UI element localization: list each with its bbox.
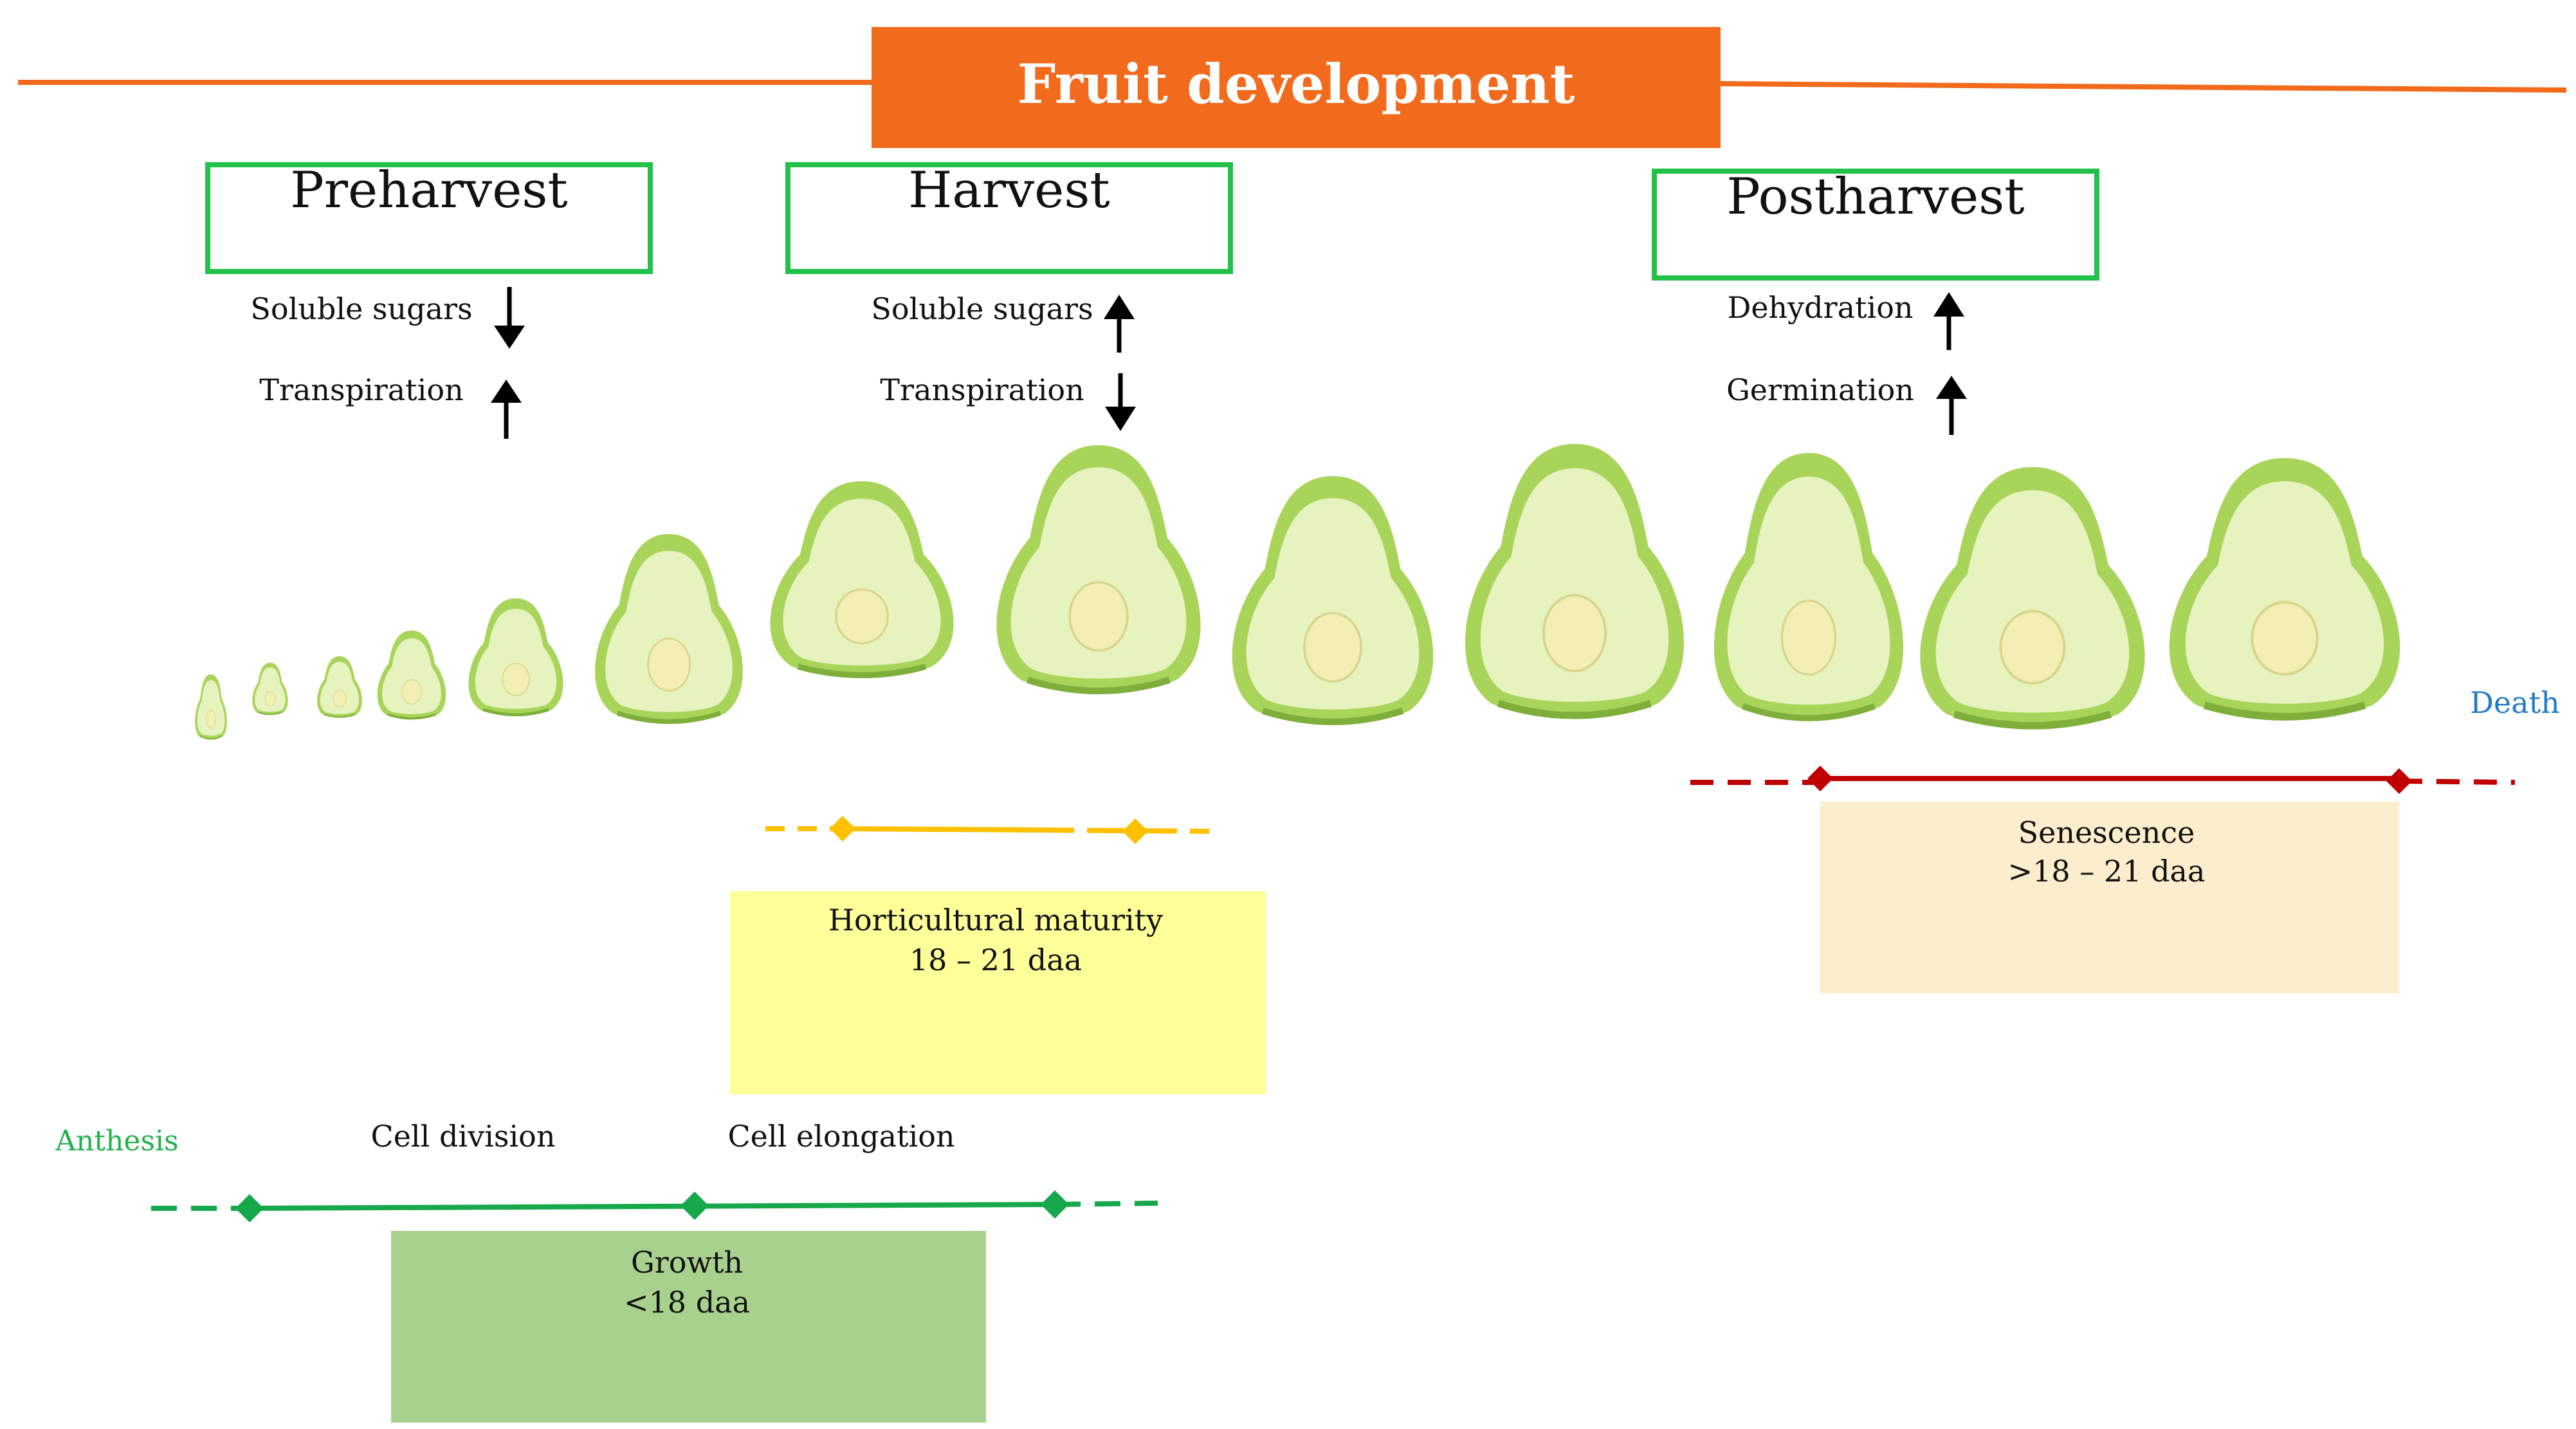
fruit-seed — [1542, 594, 1607, 672]
fruit-flesh — [605, 551, 733, 712]
senescence-line1: Senescence — [2018, 815, 2195, 850]
fruit-base — [1953, 710, 2112, 730]
fruit-cross-section — [377, 631, 446, 720]
fruit-base — [1261, 707, 1404, 725]
harvest-indicator-2-label: Transpiration — [880, 373, 1084, 407]
harvest-label: Harvest — [908, 161, 1110, 219]
fruit-flesh — [1010, 467, 1187, 679]
fruit-cross-section — [1713, 453, 1904, 721]
fruit-seed — [264, 691, 276, 706]
senescence-timeline — [1690, 766, 2516, 794]
fruit-base — [199, 735, 223, 740]
fruit-seed — [1780, 599, 1837, 676]
cell-division-label: Cell division — [371, 1119, 556, 1154]
fruit-seed — [2251, 601, 2319, 676]
fruit-base — [1027, 676, 1171, 695]
fruit-base — [1741, 703, 1876, 721]
fruit-flesh — [475, 609, 557, 709]
fruit-seed — [1303, 612, 1362, 683]
pre-indicator-2-label: Transpiration — [259, 373, 463, 407]
fruit-cross-section — [468, 598, 563, 717]
preharvest-box — [205, 162, 653, 274]
maturity-line2: 18 – 21 daa — [909, 943, 1082, 977]
fruit-cross-section — [317, 656, 362, 718]
arrow-up-icon — [1933, 292, 1964, 350]
fruit-flesh — [1480, 468, 1669, 702]
fruit-flesh — [255, 667, 286, 712]
fruit-base — [797, 663, 927, 679]
anthesis-label: Anthesis — [55, 1125, 178, 1157]
growth-line2: <18 daa — [624, 1285, 750, 1320]
fruit-seed — [647, 638, 691, 692]
fruit-seed — [835, 588, 889, 645]
fruit-seed — [1068, 581, 1129, 652]
arrow-up-icon — [1104, 295, 1135, 353]
fruit-cross-section — [1232, 476, 1434, 725]
fruit-cross-section — [770, 481, 954, 679]
harvest-box — [785, 162, 1233, 274]
growth-line1: Growth — [631, 1245, 743, 1280]
fruit-base — [2203, 701, 2366, 721]
fruit-flesh — [382, 638, 441, 714]
maturity-box — [730, 891, 1266, 1094]
title-text: Fruit development — [1018, 52, 1575, 116]
fruit-flesh — [2185, 481, 2384, 704]
growth-timeline — [151, 1190, 1158, 1222]
post-indicator-2-label: Germination — [1726, 373, 1914, 407]
fruit-flesh — [1935, 490, 2130, 713]
fruit-seed — [401, 679, 422, 705]
fruit-cross-section — [595, 534, 743, 724]
fruit-base — [324, 714, 356, 718]
fruit-cross-section — [1920, 467, 2145, 730]
arrow-up-icon — [491, 380, 522, 439]
fruit-flesh — [783, 499, 941, 666]
fruit-cross-section — [996, 445, 1201, 695]
fruit-seed — [1999, 610, 2066, 685]
fruit-sequence — [195, 444, 2400, 740]
fruit-flesh — [197, 680, 225, 736]
fruit-base — [1497, 699, 1652, 719]
postharvest-label: Postharvest — [1726, 168, 2024, 226]
fruit-base — [257, 711, 283, 715]
fruit-flesh — [1246, 498, 1420, 710]
arrow-down-icon — [494, 287, 525, 349]
title-box — [872, 27, 1721, 148]
maturity-timeline — [765, 816, 1210, 844]
maturity-line1: Horticultural maturity — [828, 903, 1163, 937]
postharvest-box — [1652, 169, 2099, 281]
fruit-cross-section — [195, 674, 227, 740]
fruit-cross-section — [252, 663, 288, 715]
fruit-base — [616, 710, 722, 724]
fruit-cross-section — [2169, 458, 2400, 721]
arrow-down-icon — [1105, 373, 1136, 431]
arrow-up-icon — [1936, 376, 1967, 435]
preharvest-label: Preharvest — [290, 161, 568, 219]
fruit-seed — [502, 663, 530, 697]
growth-box — [391, 1231, 986, 1423]
fruit-base — [482, 708, 549, 717]
fruit-seed — [333, 690, 347, 708]
senescence-line2: >18 – 21 daa — [2008, 854, 2206, 889]
cell-elongation-label: Cell elongation — [727, 1119, 955, 1154]
post-indicator-1-label: Dehydration — [1727, 290, 1913, 325]
pre-indicator-1-label: Soluble sugars — [250, 291, 472, 326]
fruit-cross-section — [1465, 444, 1685, 719]
senescence-box — [1820, 802, 2399, 993]
harvest-indicator-1-label: Soluble sugars — [871, 291, 1093, 326]
title-rule-right — [1717, 81, 2567, 93]
fruit-flesh — [320, 661, 360, 714]
fruit-seed — [206, 710, 216, 729]
fruit-base — [387, 713, 436, 720]
fruit-flesh — [1727, 476, 1890, 705]
death-label: Death — [2470, 685, 2560, 720]
